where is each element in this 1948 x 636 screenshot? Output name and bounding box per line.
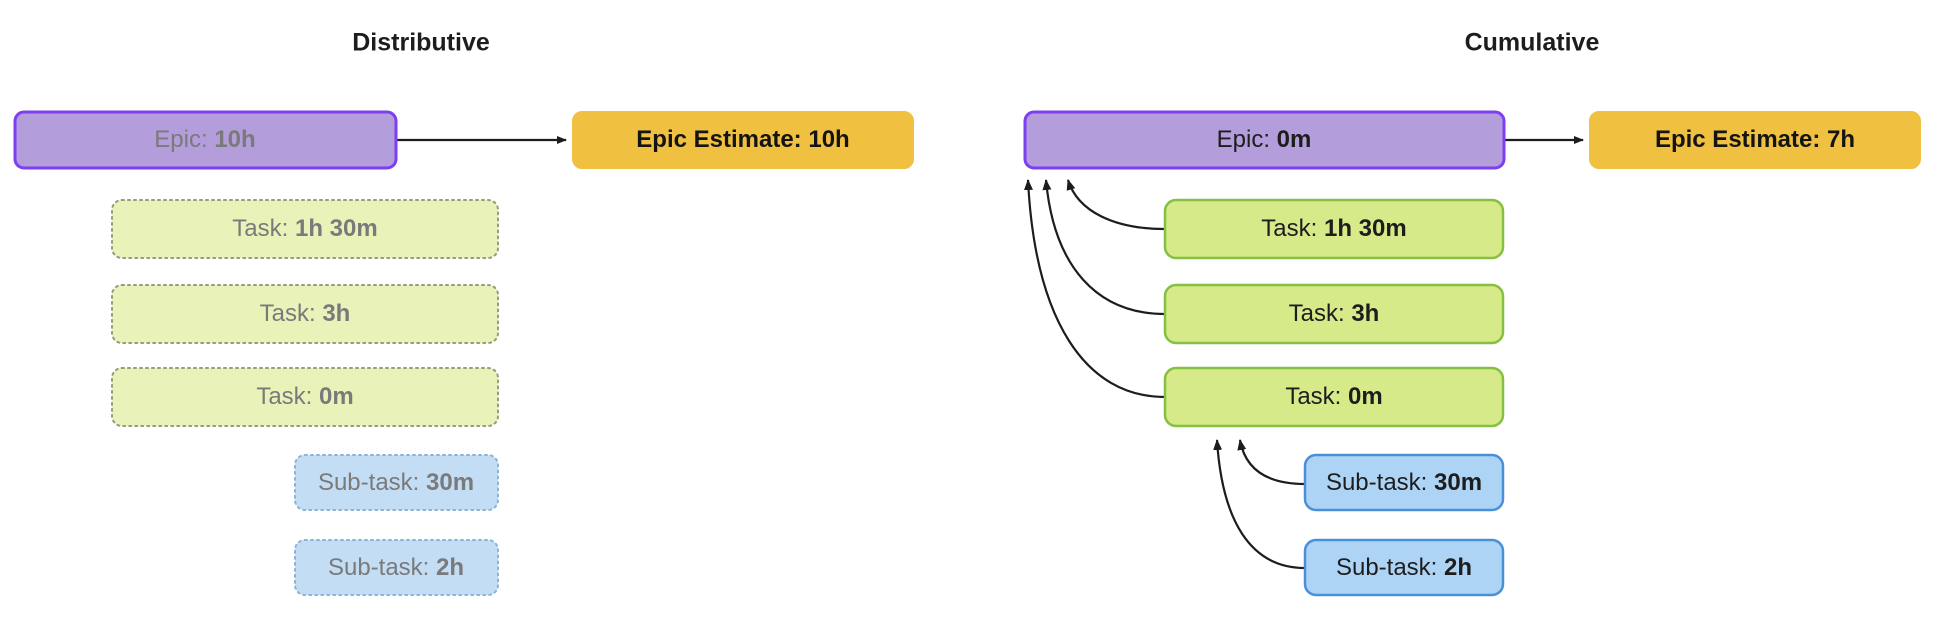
node-task-3-value: 0m [319, 383, 354, 410]
node-epic-estimate-shape-cumulative [1589, 111, 1921, 169]
node-task-2-value-cumulative: 3h [1351, 300, 1379, 327]
node-epic-estimate-shape [572, 111, 914, 169]
node-subtask-2-label: Sub-task: 2h [328, 554, 464, 581]
node-subtask-1-prefix-cumulative: Sub-task: [1326, 469, 1434, 496]
column-distributive: Epic: 10h Epic Estimate: 10h Task: 1h 30… [13, 110, 914, 596]
node-subtask-1-prefix: Sub-task: [318, 469, 426, 496]
node-epic-value-cumulative: 0m [1277, 126, 1312, 153]
node-task-2-prefix-cumulative: Task: [1289, 300, 1352, 327]
node-epic-distributive[interactable]: Epic: 10h [13, 110, 398, 170]
node-task-3-label: Task: 0m [256, 383, 353, 410]
node-epic-shape [13, 110, 398, 170]
node-task-1-value: 1h 30m [295, 215, 378, 242]
node-subtask-1-cumulative[interactable]: Sub-task: 30m [1303, 453, 1505, 512]
node-task-2-label: Task: 3h [260, 300, 351, 327]
node-subtask-2-value-cumulative: 2h [1444, 554, 1472, 581]
node-task-3-value-cumulative: 0m [1348, 383, 1383, 410]
edge-task-3-to-epic [1024, 179, 1166, 399]
node-epic-estimate-label-cumulative: Epic Estimate: 7h [1655, 126, 1855, 153]
node-task-2-shape [111, 284, 499, 344]
node-epic-prefix: Epic: [154, 126, 214, 153]
node-task-1-label: Task: 1h 30m [232, 215, 377, 242]
node-task-2-cumulative[interactable]: Task: 3h [1163, 283, 1505, 345]
node-epic-label-cumulative: Epic: 0m [1217, 126, 1312, 153]
node-epic-estimate-value-cumulative: 7h [1827, 126, 1855, 153]
node-epic-estimate-value: 10h [808, 126, 849, 153]
node-task-2-shape-cumulative [1163, 283, 1505, 345]
node-task-2-label-cumulative: Task: 3h [1289, 300, 1380, 327]
node-task-1-cumulative[interactable]: Task: 1h 30m [1163, 198, 1505, 260]
node-task-1-distributive[interactable]: Task: 1h 30m [111, 199, 499, 259]
node-task-1-prefix: Task: [232, 215, 295, 242]
node-epic-estimate-label: Epic Estimate: 10h [636, 126, 849, 153]
node-task-1-value-cumulative: 1h 30m [1324, 215, 1407, 242]
node-subtask-2-distributive[interactable]: Sub-task: 2h [294, 539, 499, 596]
column-title-distributive: Distributive [352, 29, 490, 57]
node-epic-value: 10h [214, 126, 255, 153]
node-epic-estimate-distributive[interactable]: Epic Estimate: 10h [572, 111, 914, 169]
node-epic-cumulative[interactable]: Epic: 0m [1023, 110, 1506, 170]
node-subtask-1-label: Sub-task: 30m [318, 469, 474, 496]
node-epic-prefix-cumulative: Epic: [1217, 126, 1277, 153]
node-subtask-2-shape [294, 539, 499, 596]
node-task-3-prefix: Task: [256, 383, 319, 410]
node-subtask-2-cumulative[interactable]: Sub-task: 2h [1303, 538, 1505, 597]
edge-task-2-to-epic [1042, 179, 1166, 316]
edge-subtask-1-to-task-3 [1237, 439, 1306, 486]
node-task-1-prefix-cumulative: Task: [1261, 215, 1324, 242]
edge-task-1-to-epic [1066, 179, 1166, 231]
node-task-1-label-cumulative: Task: 1h 30m [1261, 215, 1406, 242]
node-subtask-1-distributive[interactable]: Sub-task: 30m [294, 454, 499, 511]
node-task-1-shape [111, 199, 499, 259]
node-subtask-2-value: 2h [436, 554, 464, 581]
node-task-2-distributive[interactable]: Task: 3h [111, 284, 499, 344]
node-task-3-label-cumulative: Task: 0m [1285, 383, 1382, 410]
edge-subtask-2-to-task-3 [1213, 439, 1306, 570]
node-subtask-1-shape-cumulative [1303, 453, 1505, 512]
node-task-2-prefix: Task: [260, 300, 323, 327]
node-task-3-prefix-cumulative: Task: [1285, 383, 1348, 410]
column-title-cumulative: Cumulative [1465, 29, 1600, 57]
node-task-1-shape-cumulative [1163, 198, 1505, 260]
node-epic-estimate-prefix: Epic Estimate: [636, 126, 808, 153]
node-subtask-1-value: 30m [426, 469, 474, 496]
node-subtask-2-prefix-cumulative: Sub-task: [1336, 554, 1444, 581]
node-task-3-cumulative[interactable]: Task: 0m [1163, 366, 1505, 428]
node-subtask-2-label-cumulative: Sub-task: 2h [1336, 554, 1472, 581]
node-task-3-shape [111, 367, 499, 427]
node-subtask-2-prefix: Sub-task: [328, 554, 436, 581]
node-task-3-shape-cumulative [1163, 366, 1505, 428]
column-cumulative: Epic: 0m Epic Estimate: 7h Task: 1h 30m [1023, 110, 1921, 597]
node-subtask-1-value-cumulative: 30m [1434, 469, 1482, 496]
node-epic-shape-cumulative [1023, 110, 1506, 170]
node-task-2-value: 3h [322, 300, 350, 327]
node-subtask-2-shape-cumulative [1303, 538, 1505, 597]
node-epic-label: Epic: 10h [154, 126, 255, 153]
node-subtask-1-label-cumulative: Sub-task: 30m [1326, 469, 1482, 496]
node-subtask-1-shape [294, 454, 499, 511]
node-task-3-distributive[interactable]: Task: 0m [111, 367, 499, 427]
node-epic-estimate-cumulative[interactable]: Epic Estimate: 7h [1589, 111, 1921, 169]
node-epic-estimate-prefix-cumulative: Epic Estimate: [1655, 126, 1827, 153]
